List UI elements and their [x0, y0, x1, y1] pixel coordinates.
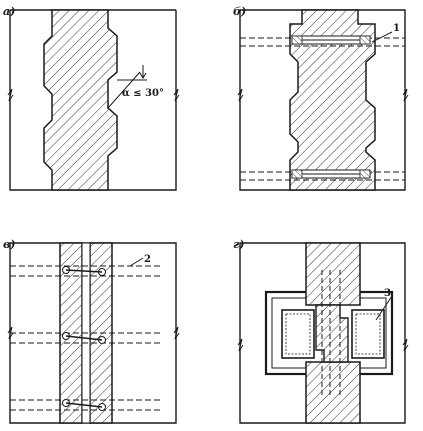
panel-v-rebar-middle — [10, 332, 160, 344]
panel-g: г) 3 — [233, 238, 409, 424]
panel-a-label: а) — [3, 5, 15, 18]
callout-2: 2 — [144, 254, 151, 265]
angle-label: α ≤ 30° — [122, 88, 164, 99]
panel-v-rebar-bottom — [10, 399, 160, 411]
panel-v: в) 2 — [3, 238, 180, 424]
panel-a-notched-column — [43, 9, 118, 191]
panel-v-rebar-top — [10, 265, 160, 277]
panel-g-rebar — [321, 270, 341, 395]
panel-b-bottom-tie — [240, 169, 405, 181]
callout-1: 1 — [393, 23, 400, 34]
panel-g-central-joint — [315, 304, 349, 363]
panel-g-column-lower — [305, 361, 361, 424]
panel-g-plate-right — [351, 309, 385, 359]
panel-g-weld-left — [285, 313, 311, 355]
panel-g-label: г) — [233, 238, 244, 251]
panel-a: а) α ≤ 30° — [3, 5, 180, 191]
angle-callout: α ≤ 30° — [107, 65, 164, 109]
panel-v-label: в) — [3, 238, 15, 251]
panel-v-frame — [9, 242, 177, 424]
panel-a-break-marks — [7, 88, 180, 102]
panel-g-column-upper — [305, 242, 361, 306]
panel-g-weld-right — [355, 313, 381, 355]
callout-2-leader — [129, 257, 144, 267]
callout-3: 3 — [384, 288, 391, 299]
panel-g-plate-left — [281, 309, 315, 359]
panel-b: б) 1 — [233, 5, 409, 191]
callout-1-leader — [371, 31, 393, 43]
panel-b-break-marks — [237, 88, 409, 102]
panel-g-break-marks — [237, 338, 409, 352]
panel-b-top-tie — [240, 35, 405, 47]
panel-b-keyed-column — [289, 9, 376, 191]
callout-3-leader — [375, 295, 393, 321]
